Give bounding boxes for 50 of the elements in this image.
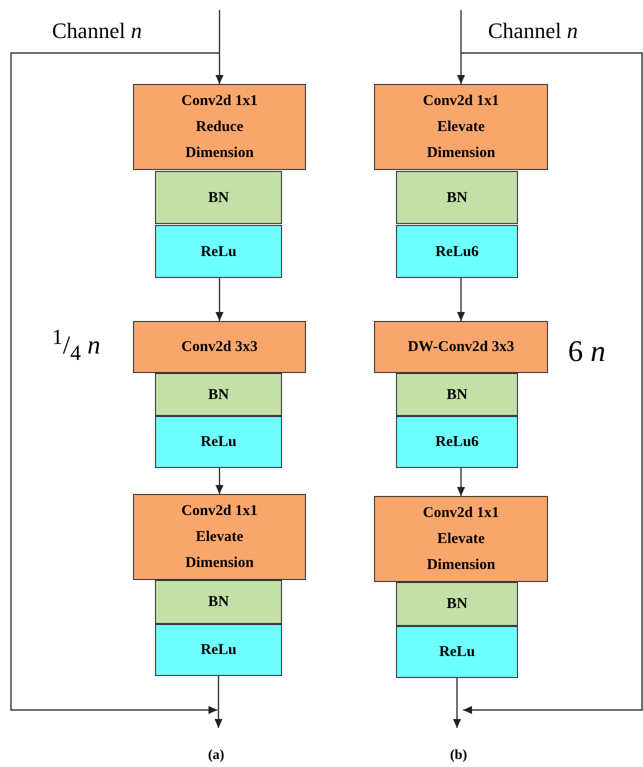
layer-label: Conv2d 1x1 Elevate Dimension — [180, 502, 259, 573]
arrow — [453, 678, 461, 728]
arrow — [216, 278, 224, 321]
layer-label: ReLu6 — [435, 242, 479, 262]
multiplier-label: 6 n — [568, 335, 606, 369]
layer-box — [133, 84, 306, 170]
layer-box — [396, 416, 518, 468]
channel-label: Channel n — [52, 18, 142, 44]
layer-box — [155, 624, 282, 676]
arrow — [214, 676, 222, 728]
layer-box — [155, 171, 282, 224]
layer-box — [155, 225, 282, 278]
layer-box — [155, 373, 282, 416]
layer-box — [374, 84, 548, 170]
layer-label: ReLu — [439, 643, 475, 662]
layer-box — [155, 580, 282, 624]
layer-label: BN — [446, 386, 468, 404]
layer-box — [374, 496, 548, 582]
layer-label: Conv2d 1x1 Elevate Dimension — [422, 504, 500, 575]
fraction-label: $^{1}$/$_{4}$ n — [52, 325, 100, 366]
layer-box — [396, 582, 518, 626]
arrow — [216, 468, 224, 494]
arrow — [216, 10, 224, 84]
layer-box — [374, 321, 548, 373]
layer-box — [155, 416, 282, 468]
layer-label: BN — [208, 386, 229, 404]
layer-label: ReLu — [200, 641, 236, 660]
layer-label: ReLu — [200, 433, 236, 452]
layer-label: Conv2d 3x3 — [181, 338, 258, 357]
layer-label: Conv2d 1x1 Reduce Dimension — [180, 92, 259, 163]
layer-box — [396, 171, 518, 224]
layer-label: ReLu — [200, 242, 236, 262]
layer-box — [133, 494, 306, 580]
channel-label: Channel n — [488, 18, 578, 44]
subfigure-label: (b) — [450, 748, 468, 764]
layer-box — [133, 321, 306, 373]
layer-label: Conv2d 1x1 Elevate Dimension — [422, 92, 500, 163]
layer-label: BN — [208, 188, 229, 208]
layer-box — [396, 626, 518, 678]
layer-label: BN — [446, 188, 468, 208]
arrow — [457, 10, 465, 84]
arrow — [457, 278, 465, 321]
layer-label: BN — [446, 595, 468, 614]
arrow — [457, 468, 465, 496]
layer-box — [396, 373, 518, 416]
layer-label: ReLu6 — [435, 433, 479, 452]
subfigure-label: (a) — [208, 748, 224, 764]
layer-label: DW-Conv2d 3x3 — [408, 338, 514, 357]
layer-label: BN — [208, 593, 229, 612]
layer-box — [396, 225, 518, 278]
